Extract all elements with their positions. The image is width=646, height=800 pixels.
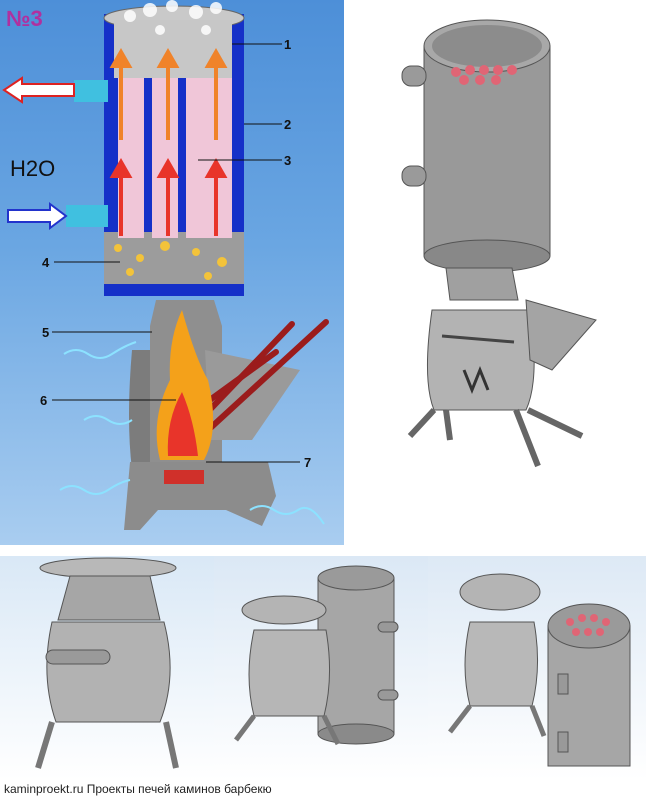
stove-body	[248, 629, 331, 717]
stove-legs	[448, 704, 547, 737]
stove-and-boiler-drawing	[234, 565, 399, 746]
boiler-opening	[432, 25, 542, 67]
tube-openings	[451, 65, 517, 85]
cooking-ring	[241, 595, 327, 625]
exploded-view	[428, 556, 646, 780]
heat-flow-arrows	[109, 47, 228, 236]
cutaway-diagram-panel: №3 H2O 1 2 3 4 5 6 7	[0, 0, 344, 545]
water-outlet-pipe	[74, 80, 108, 102]
callout-4: 4	[42, 255, 50, 270]
handle	[45, 649, 111, 665]
cooking-ring	[459, 573, 541, 611]
stove-front-view	[0, 556, 214, 780]
assembled-stove-view	[346, 0, 646, 545]
fire-tube	[186, 78, 212, 238]
exploded-view-drawing	[448, 573, 631, 767]
assembled-stove-drawing	[401, 19, 597, 468]
stove-front-drawing	[35, 557, 179, 769]
cooking-ring	[39, 557, 177, 579]
callout-7: 7	[304, 455, 312, 470]
stove-legs	[407, 407, 584, 468]
stove-door	[525, 299, 597, 371]
firebox-base	[124, 462, 276, 530]
flame-icon	[156, 310, 214, 484]
stove-and-boiler-view	[214, 556, 428, 780]
stove-emblem	[462, 365, 490, 395]
boiler-cylinder	[423, 45, 551, 257]
callout-6: 6	[40, 393, 48, 408]
fire-tube	[152, 78, 178, 238]
stove-body	[464, 621, 539, 707]
callout-3: 3	[284, 153, 292, 168]
water-out-arrow-icon	[2, 76, 75, 104]
top-chamber	[114, 20, 232, 78]
ember-particles	[114, 241, 227, 280]
callout-5: 5	[42, 325, 50, 340]
water-in-arrow-icon	[7, 202, 68, 230]
callout-leaders	[52, 43, 300, 463]
footer-caption: kaminproekt.ru Проекты печей каминов бар…	[4, 782, 272, 796]
callout-1: 1	[284, 37, 292, 52]
stove-neck	[57, 575, 161, 621]
heat-wave-icon	[59, 341, 325, 525]
stove-body	[426, 309, 535, 411]
smoke-icon	[124, 0, 222, 35]
inlet-nozzle	[401, 165, 427, 187]
panel-separator	[0, 545, 646, 556]
stove-body	[46, 621, 171, 723]
stove-legs	[35, 721, 179, 769]
fuel-door	[205, 350, 300, 440]
water-inlet-pipe	[66, 205, 108, 227]
outlet-nozzle	[401, 65, 427, 87]
callout-2: 2	[284, 117, 292, 132]
cutaway-drawing	[2, 0, 329, 530]
tube-openings	[566, 614, 610, 636]
stove-legs	[234, 714, 341, 746]
diagram-number: №3	[6, 6, 43, 31]
stove-neck	[445, 267, 519, 301]
firebox-side	[129, 350, 150, 470]
water-label: H2O	[10, 156, 56, 181]
